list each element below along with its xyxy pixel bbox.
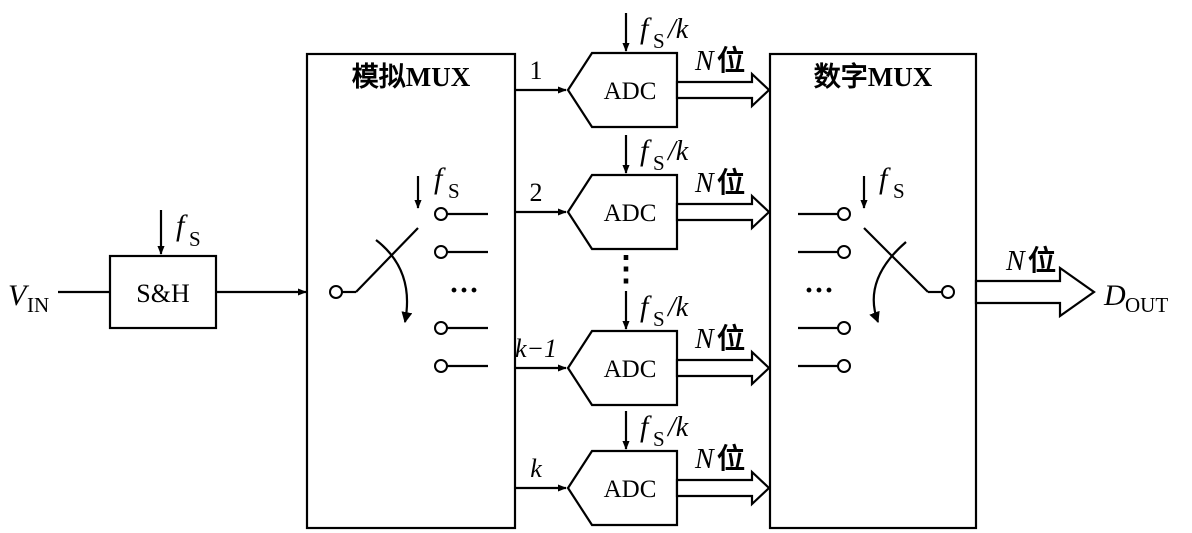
svg-text:S: S (893, 179, 905, 203)
sample-hold-clock-label: f S (176, 209, 201, 251)
svg-text:N: N (694, 324, 715, 355)
adc-output-bus-arrow (675, 349, 771, 387)
svg-text:f: f (176, 209, 188, 242)
svg-text:S: S (653, 29, 665, 53)
adc-channel-label: k−1 (515, 334, 557, 363)
analog-mux-common-terminal (329, 285, 343, 299)
digital-mux-switch-arm (863, 227, 929, 293)
svg-text:V: V (8, 279, 30, 312)
adc-label: ADC (604, 200, 657, 227)
svg-text:N: N (694, 46, 715, 77)
svg-text:/k: /k (666, 136, 689, 167)
analog-mux-label: 模拟MUX (352, 62, 471, 92)
svg-text:S: S (653, 307, 665, 331)
svg-text:f: f (640, 410, 652, 443)
digital-mux-switch (798, 176, 955, 373)
svg-text:/k: /k (666, 14, 689, 45)
adc-label: ADC (604, 476, 657, 503)
input-label: V IN (8, 279, 49, 317)
adc-channel-label: k (530, 454, 542, 483)
adc-output-bus-arrow (675, 193, 771, 231)
svg-text:位: 位 (717, 322, 745, 355)
output-bus-arrow (974, 265, 1096, 319)
analog-mux-rotation-arrow (375, 239, 413, 324)
svg-text:S: S (653, 151, 665, 175)
svg-text:f: f (640, 12, 652, 45)
output-bits-label: N 位 (1005, 244, 1056, 277)
svg-text:S: S (653, 427, 665, 451)
svg-text:S: S (448, 179, 460, 203)
adc-label: ADC (604, 78, 657, 105)
svg-text:f: f (640, 290, 652, 323)
adc-output-bus-arrow (675, 469, 771, 507)
svg-text:位: 位 (717, 166, 745, 199)
digital-mux-label: 数字MUX (814, 61, 933, 92)
output-label: D OUT (1103, 279, 1168, 317)
svg-text:OUT: OUT (1125, 293, 1168, 317)
analog-mux-ellipsis: ··· (449, 274, 479, 307)
svg-text:N: N (694, 168, 715, 199)
svg-text:IN: IN (27, 293, 49, 317)
svg-text:S: S (189, 227, 201, 251)
sample-hold-label: S&H (136, 279, 190, 308)
digital-mux-common-terminal (941, 285, 955, 299)
svg-text:D: D (1103, 279, 1126, 312)
adc-output-bus-arrow (675, 71, 771, 109)
adc-channel-label: 1 (530, 56, 543, 85)
adc-channel-label: 2 (530, 178, 543, 207)
svg-text:/k: /k (666, 292, 689, 323)
svg-text:位: 位 (717, 44, 745, 77)
adc-vertical-ellipsis: ⋮ (609, 251, 643, 288)
analog-mux-switch-arm (355, 227, 419, 293)
svg-text:/k: /k (666, 412, 689, 443)
svg-text:N: N (1005, 246, 1026, 277)
svg-text:N: N (694, 444, 715, 475)
analog-mux-switch (329, 176, 488, 373)
svg-text:位: 位 (1028, 244, 1056, 277)
digital-mux-ellipsis: ··· (804, 274, 834, 307)
svg-text:f: f (640, 134, 652, 167)
digital-mux-rotation-arrow (869, 241, 907, 324)
svg-text:位: 位 (717, 442, 745, 475)
adc-label: ADC (604, 356, 657, 383)
